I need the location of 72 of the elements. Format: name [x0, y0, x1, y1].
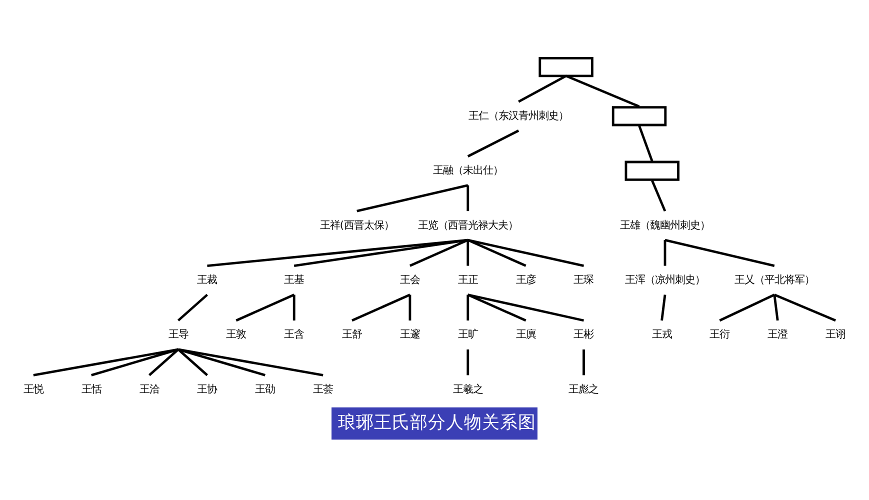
connector	[178, 348, 266, 376]
node-text: 王览（西晋光禄大夫）	[418, 218, 518, 231]
connector	[566, 74, 640, 108]
node-text: 王仁（东汉青州刺史）	[468, 109, 569, 122]
connector	[178, 348, 324, 376]
connector	[177, 293, 208, 321]
connector	[148, 348, 180, 376]
node-text: 王乂（平北将军）	[734, 274, 814, 286]
connector	[660, 294, 666, 320]
connector	[467, 238, 526, 266]
node-text: 王雄（魏幽州刺史）	[620, 218, 710, 231]
node-text: 王导	[168, 328, 188, 340]
node-text: 王含	[284, 328, 304, 340]
connector	[408, 294, 412, 320]
node-text: 王协	[197, 382, 218, 395]
connector	[773, 294, 779, 320]
node-text: 王裁	[197, 274, 218, 286]
node-text: 王彦	[516, 274, 536, 286]
node-text: 王恬	[81, 382, 102, 395]
connector	[356, 184, 468, 212]
node-box	[538, 56, 594, 77]
node-text: 王澄	[768, 328, 788, 340]
connector	[33, 348, 178, 376]
node-text: 王荟	[313, 382, 334, 395]
connector	[467, 129, 520, 157]
connector	[467, 293, 526, 322]
connector	[292, 294, 296, 320]
diagram-title: 琅琊王氏部分人物关系图	[338, 412, 536, 432]
connector	[294, 238, 468, 266]
connector	[236, 293, 295, 322]
node-text: 王敦	[226, 328, 246, 340]
connector	[409, 238, 468, 266]
connector	[177, 348, 208, 376]
node-text: 王正	[458, 274, 478, 286]
node-text: 王悦	[23, 382, 44, 395]
node-text: 王旷	[458, 328, 478, 340]
connector	[207, 238, 468, 266]
node-text: 王彪之	[568, 382, 599, 395]
connector	[352, 293, 410, 322]
node-text: 王羲之	[452, 382, 483, 395]
connector	[518, 74, 567, 102]
node-text: 王劭	[255, 382, 276, 395]
node-text: 王邃	[400, 328, 420, 340]
connector	[638, 124, 654, 162]
connector	[466, 240, 470, 266]
node-text: 王浑（凉州刺史）	[624, 274, 705, 286]
connector	[468, 293, 584, 322]
node-text: 王衍	[710, 328, 730, 340]
node-text: 王彬	[574, 328, 594, 340]
node-box	[612, 106, 667, 126]
connector	[91, 348, 179, 376]
connector	[664, 238, 775, 266]
connector	[582, 348, 585, 375]
node-text: 王祥(西晋太保）	[320, 218, 394, 231]
connector	[468, 238, 584, 266]
node-text: 王洽	[139, 382, 160, 395]
node-text: 王舒	[342, 328, 362, 340]
node-text: 王琛	[574, 274, 594, 286]
connector	[719, 293, 775, 322]
node-text: 王基	[284, 274, 304, 286]
connector	[774, 293, 836, 322]
connector	[466, 348, 470, 375]
connector	[651, 180, 666, 212]
node-text: 王诩	[826, 328, 846, 340]
connector	[466, 184, 470, 211]
node-text: 王廙	[516, 328, 536, 340]
node-text: 王戎	[652, 328, 672, 340]
connector	[664, 240, 666, 266]
node-text: 王融（未出仕）	[432, 164, 503, 176]
node-box	[624, 160, 680, 180]
connector	[466, 294, 470, 320]
node-text: 王会	[400, 274, 420, 286]
